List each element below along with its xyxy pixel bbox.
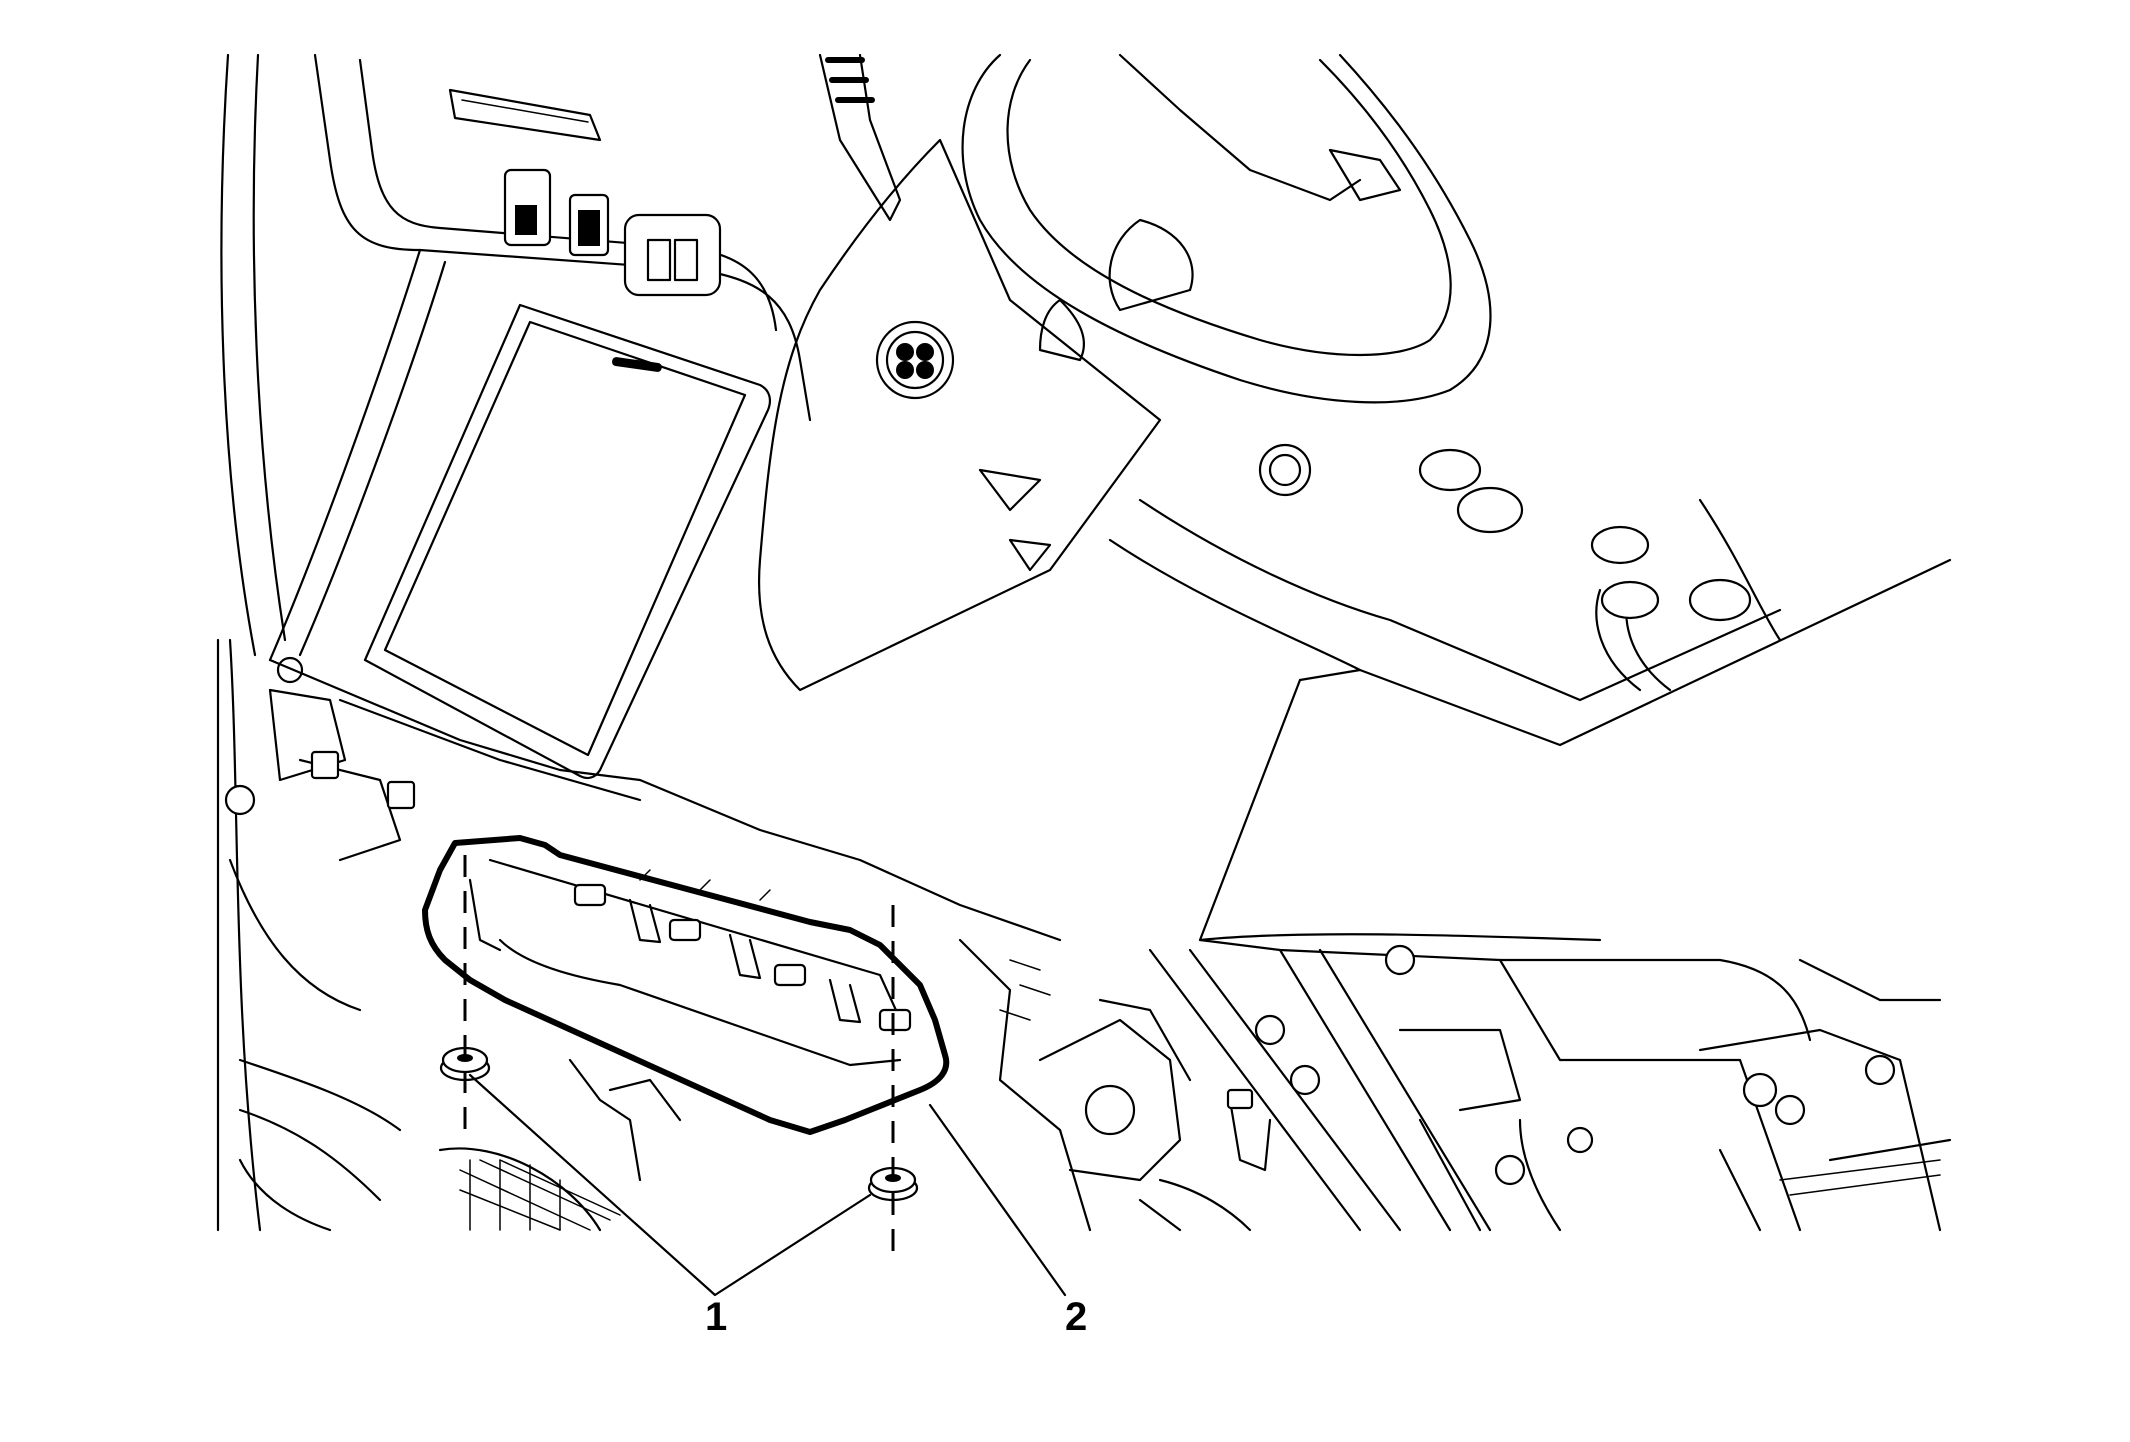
left-lower-structure bbox=[224, 656, 682, 1232]
a-pillar-trim bbox=[216, 53, 287, 1232]
callout-2: 2 bbox=[1065, 1295, 1087, 1339]
center-stack-bezel bbox=[268, 53, 812, 780]
switch-right bbox=[623, 213, 722, 297]
knee-bolster-bracket bbox=[422, 835, 950, 1135]
leader-line-1 bbox=[468, 1073, 872, 1297]
instrument-panel-lower bbox=[1108, 443, 1952, 1042]
dash-edge bbox=[268, 658, 1062, 942]
nut-left bbox=[439, 1046, 491, 1082]
leader-line-2 bbox=[928, 1103, 1067, 1297]
steering-wheel bbox=[961, 53, 1492, 404]
column-lower-components bbox=[958, 938, 1272, 1232]
steering-column bbox=[757, 53, 1162, 692]
callout-1: 1 bbox=[705, 1295, 727, 1339]
cross-car-beam bbox=[1148, 944, 1952, 1232]
nut-right bbox=[867, 1166, 919, 1202]
